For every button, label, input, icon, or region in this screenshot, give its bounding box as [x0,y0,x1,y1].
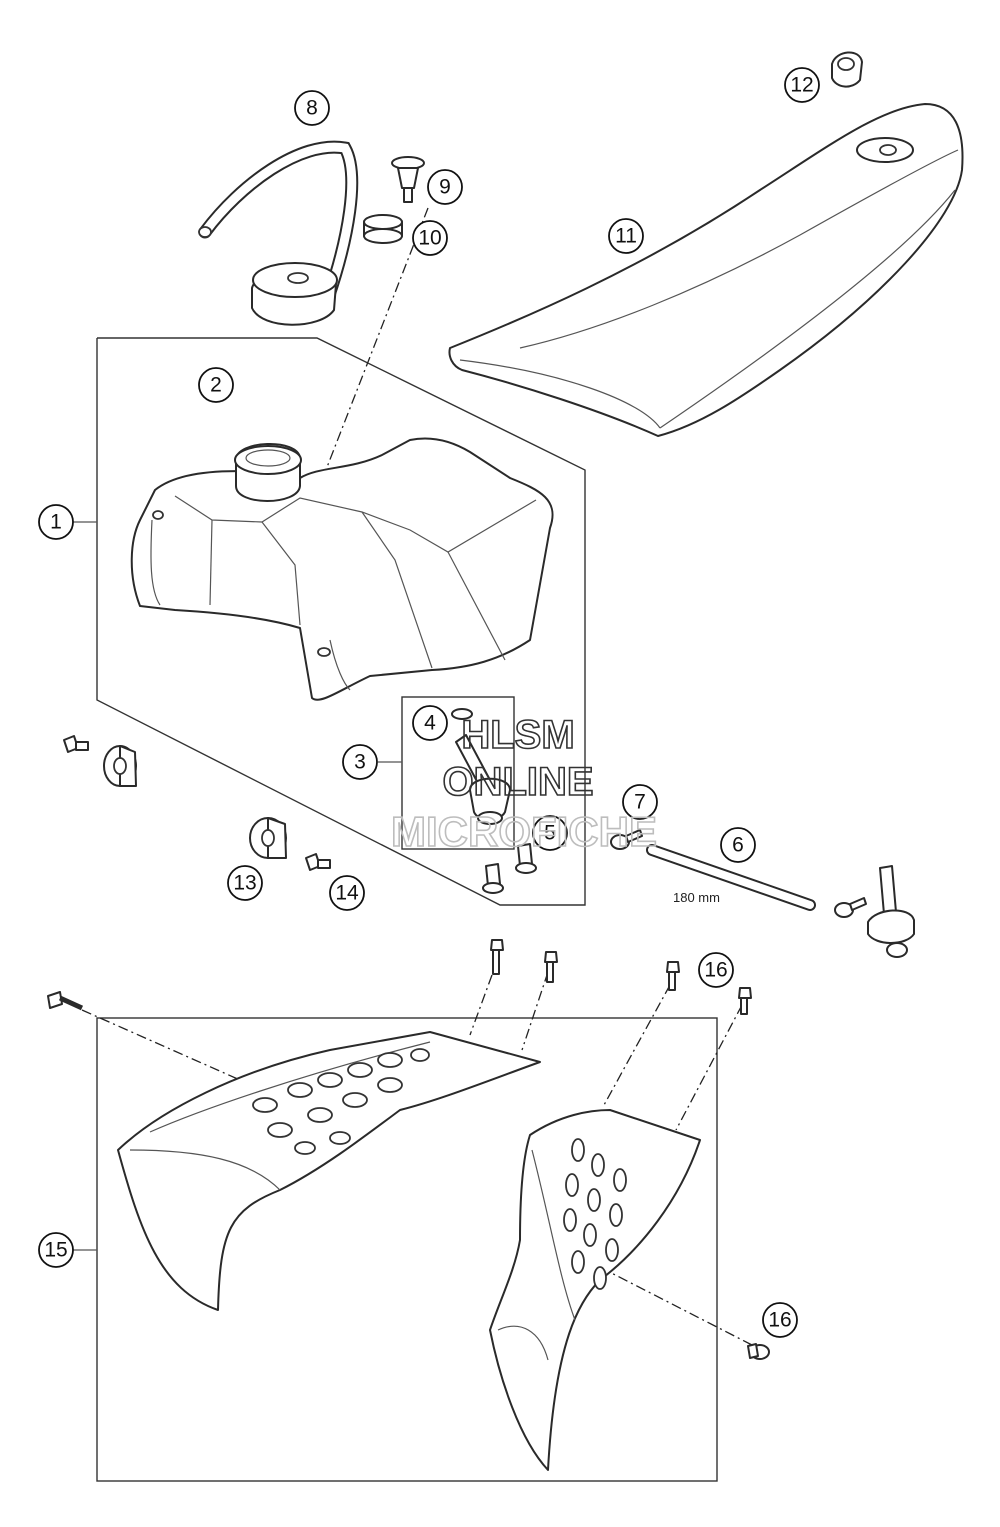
callout-6-label: 6 [732,834,744,857]
skid-bolt-a [490,939,504,975]
fuel-tank-part [130,437,554,701]
skid-plate-left-part [117,1031,541,1311]
assembly-line-9-10 [321,207,429,481]
callout-10-label: 10 [418,227,441,250]
fuel-hose-part [198,140,359,305]
skid-bolt-c [666,961,680,991]
petcock-group-frame [401,696,515,850]
callout-6: 6 [720,827,756,863]
fuel-tap-part [867,865,915,958]
watermark-line-2: ONLINE [442,760,593,804]
callout-16-top: 16 [698,952,734,988]
callout-15: 15 [38,1232,74,1268]
callout-10: 10 [412,220,448,256]
callout-15-label: 15 [44,1239,67,1262]
callout-9-label: 9 [439,176,451,199]
callout-3: 3 [342,744,378,780]
assembly-line-bolt-d [675,1004,743,1131]
callout-13-label: 13 [233,872,256,895]
rubber-bushing-lower-part [249,817,287,859]
rubber-bushing-part [103,745,137,787]
callout-12-label: 12 [790,74,813,97]
callout-1-label: 1 [50,511,62,534]
tank-bolt-lower-part [305,853,331,871]
callout-8: 8 [294,90,330,126]
skid-bolt-d [738,987,752,1015]
watermark-line-3: MICROFICHE [391,808,657,855]
callout-7-label: 7 [634,791,646,814]
petcock-assembly-part [451,708,511,825]
fuel-cap-part [251,262,338,326]
callout-16-top-label: 16 [704,959,727,982]
skid-bolt-b [544,951,558,983]
callout-14-label: 14 [335,882,359,905]
assembly-line-bolt-a [469,974,493,1036]
skid-bolt-side [747,1343,770,1360]
hose-clamp-part [610,829,643,850]
fuel-line-length-label: 180 mm [673,890,720,905]
petcock-screw-a [482,863,504,894]
watermark-line-1: HLSM [461,713,574,757]
callout-16-bottom: 16 [762,1302,798,1338]
seat-fastener-part [831,51,863,88]
callout-2: 2 [198,367,234,403]
assembly-line-bolt-left [81,1009,241,1081]
callout-4-label: 4 [424,712,436,735]
callout-3-label: 3 [354,751,366,774]
hose-clamp-right-part [834,897,867,918]
skid-bolt-left [47,991,84,1011]
seat-part [448,103,964,437]
tank-group-frame [96,337,586,906]
watermark: HLSM ONLINE MICROFICHE [390,712,658,856]
callout-2-label: 2 [210,374,222,397]
assembly-line-bolt-c [603,984,671,1106]
callout-13: 13 [227,865,263,901]
skid-plate-right-part [489,1109,701,1471]
callout-1: 1 [38,504,74,540]
callout-11-label: 11 [615,225,637,248]
callout-16-bottom-label: 16 [768,1309,791,1332]
callout-11: 11 [608,218,644,254]
assembly-line-bolt-side [589,1261,753,1346]
tank-bolt-part [63,735,89,753]
callout-14: 14 [329,875,365,911]
callout-4: 4 [412,705,448,741]
callout-8-label: 8 [306,97,318,120]
fuel-line-part [646,844,816,911]
callout-7: 7 [622,784,658,820]
petcock-screw-b [515,843,537,874]
breather-valve-part [391,156,425,203]
callout-5: 5 [532,815,568,851]
callout-5-label: 5 [544,822,556,845]
assembly-line-bolt-b [521,971,549,1051]
grommet-part [363,214,403,244]
callout-9: 9 [427,169,463,205]
callout-12: 12 [784,67,820,103]
